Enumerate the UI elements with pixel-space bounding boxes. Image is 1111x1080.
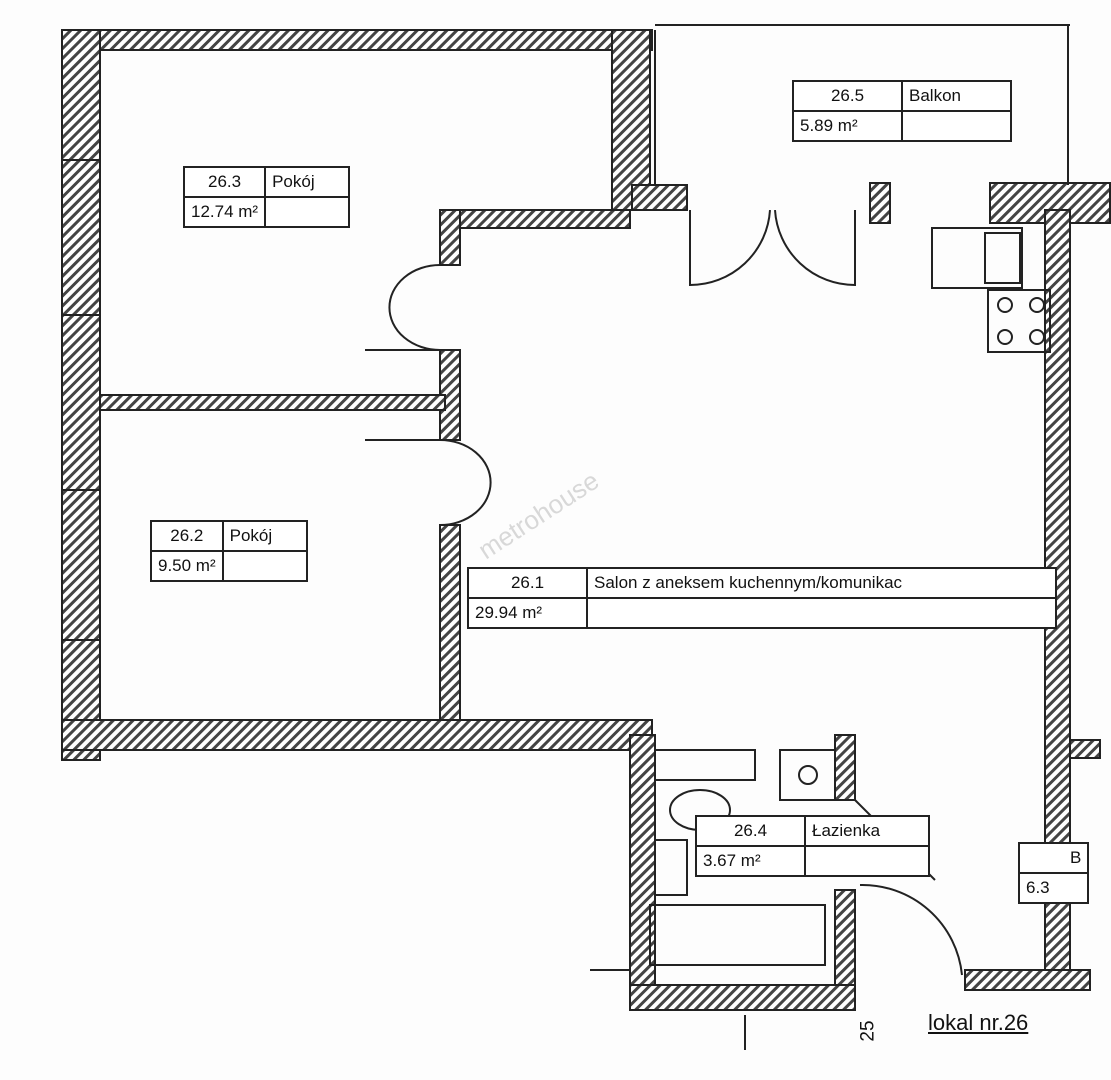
room-area: 9.50 m² xyxy=(150,550,224,582)
room-area: 5.89 m² xyxy=(792,110,903,142)
room-id: 26.4 xyxy=(695,815,806,847)
room-name: B xyxy=(1017,842,1090,874)
room-name: Pokój xyxy=(264,166,351,198)
room-area: 12.74 m² xyxy=(182,196,267,228)
room-name: Balkon xyxy=(901,80,1012,112)
room-area: 6.3 xyxy=(1017,872,1090,904)
room-id: 26.2 xyxy=(150,520,224,552)
room-name: Łazienka xyxy=(804,815,930,847)
room-id: 26.5 xyxy=(792,80,903,112)
room-area: 29.94 m² xyxy=(467,597,588,629)
room-name: Pokój xyxy=(221,520,308,552)
room-id: 26.3 xyxy=(182,166,267,198)
number-label: 25 xyxy=(857,1020,879,1042)
unit-label: lokal nr.26 xyxy=(928,1010,1029,1035)
room-name: Salon z aneksem kuchennym/komunikac xyxy=(586,567,1057,599)
room-id: 26.1 xyxy=(467,567,588,599)
room-area: 3.67 m² xyxy=(695,845,806,877)
